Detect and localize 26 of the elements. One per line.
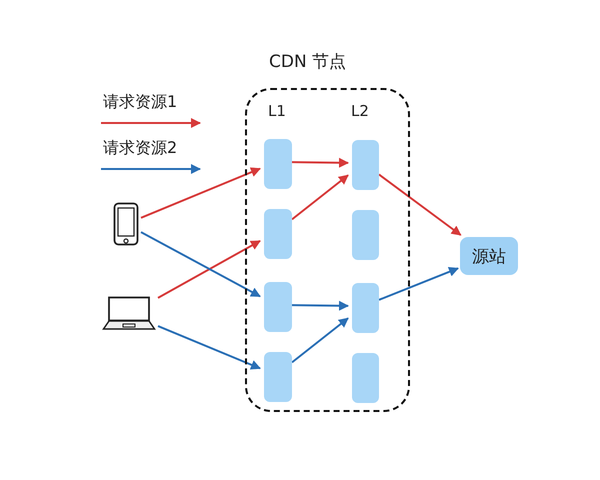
laptop-icon xyxy=(102,296,156,332)
arrow xyxy=(378,267,459,301)
server-box xyxy=(352,140,379,190)
server-box xyxy=(264,282,292,332)
group-title: CDN 节点 xyxy=(269,51,346,73)
arrow xyxy=(158,240,261,299)
arrow xyxy=(158,325,261,370)
rounded-box: 源站 xyxy=(460,237,518,275)
arrow xyxy=(140,231,261,298)
server-box xyxy=(352,353,379,403)
column-label: L2 xyxy=(351,102,369,120)
legend-label: 请求资源1 xyxy=(103,92,178,113)
phone-icon xyxy=(113,202,139,246)
arrow xyxy=(292,158,349,168)
arrow xyxy=(292,300,349,311)
column-label: L1 xyxy=(268,102,286,120)
server-box xyxy=(352,283,379,333)
server-box xyxy=(264,352,292,402)
arrow xyxy=(140,167,261,219)
server-box xyxy=(264,139,292,189)
arrow xyxy=(291,174,349,220)
legend-label: 请求资源2 xyxy=(103,138,178,159)
server-box xyxy=(352,210,379,260)
arrow xyxy=(291,317,349,364)
server-box xyxy=(264,209,292,259)
arrow xyxy=(378,174,462,236)
